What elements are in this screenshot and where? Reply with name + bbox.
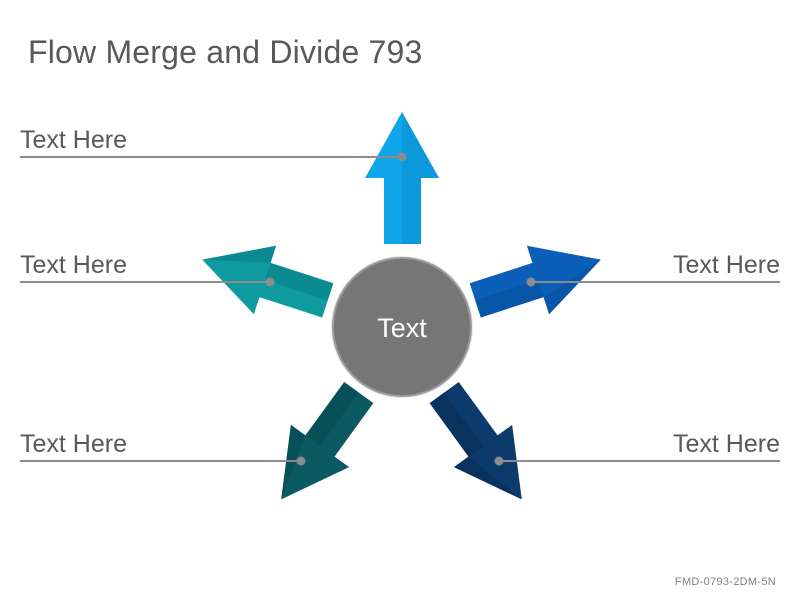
label-mid-left: Text Here [20, 251, 127, 279]
center-label: Text [377, 313, 427, 343]
arrow-up [365, 112, 439, 244]
arrow-lower-right [429, 382, 522, 500]
leader-dot-bottom-left [296, 456, 306, 466]
leader-lines [20, 152, 780, 466]
arrow-upper-left [202, 245, 334, 318]
label-mid-right: Text Here [673, 251, 780, 279]
label-bottom-left: Text Here [20, 430, 127, 458]
leader-dot-bottom-right [494, 456, 504, 466]
center-node: Text [331, 256, 473, 398]
leader-dot-top-left [397, 152, 407, 162]
page-title: Flow Merge and Divide 793 [28, 34, 423, 70]
footer-code: FMD-0793-2DM-5N [674, 576, 776, 588]
leader-dot-mid-left [265, 277, 275, 287]
label-top-left: Text Here [20, 126, 127, 154]
arrow-upper-right [469, 245, 601, 318]
label-bottom-right: Text Here [673, 430, 780, 458]
arrow-lower-left [281, 382, 374, 500]
leader-dot-mid-right [526, 277, 536, 287]
